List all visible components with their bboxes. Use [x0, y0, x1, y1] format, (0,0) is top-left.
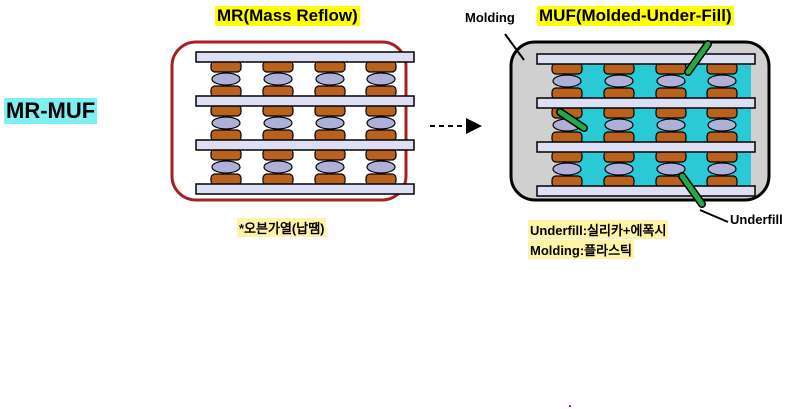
bond-pad: [366, 72, 396, 86]
bond-pad: [656, 162, 686, 176]
bond-pad: [315, 72, 345, 86]
bond-pad: [604, 162, 634, 176]
bond-pad: [211, 72, 241, 86]
muf-note-molding: Molding:플라스틱: [528, 240, 634, 259]
muf-stack: [509, 40, 771, 208]
mr-stack: [170, 40, 415, 202]
bond-pad: [263, 72, 293, 86]
dispenser-needle: [557, 109, 587, 131]
molding-callout: Molding: [465, 10, 515, 25]
die-layer: [536, 97, 756, 109]
bond-pad: [315, 160, 345, 174]
bond-pad: [366, 116, 396, 130]
die-layer: [195, 183, 415, 195]
bond-pad: [211, 116, 241, 130]
mr-title: MR(Mass Reflow): [215, 6, 360, 26]
muf-title: MUF(Molded-Under-Fill): [537, 6, 734, 26]
bond-pad: [707, 162, 737, 176]
bond-pad: [552, 162, 582, 176]
dispenser-needle: [679, 173, 705, 207]
bond-pad: [707, 74, 737, 88]
die-layer: [195, 51, 415, 63]
bond-pad: [211, 160, 241, 174]
die-layer: [195, 95, 415, 107]
underfill-callout: Underfill: [730, 212, 783, 227]
molding-callout-line: [504, 33, 525, 61]
tiny-red-dot: [569, 405, 571, 407]
bond-pad: [604, 74, 634, 88]
underfill-callout-line: [699, 209, 729, 223]
diagram-title: MR-MUF: [4, 98, 98, 124]
die-layer: [536, 141, 756, 153]
muf-note-underfill: Underfill:실리카+에폭시: [528, 220, 669, 239]
bond-pad: [707, 118, 737, 132]
bond-pad: [315, 116, 345, 130]
bond-pad: [366, 160, 396, 174]
bond-pad: [552, 74, 582, 88]
die-layer: [195, 139, 415, 151]
mr-note: *오븐가열(납땜): [237, 218, 327, 237]
bond-pad: [656, 74, 686, 88]
bond-pad: [263, 160, 293, 174]
bond-pad: [656, 118, 686, 132]
die-layer: [536, 53, 756, 65]
die-layer: [536, 185, 756, 197]
bond-pad: [604, 118, 634, 132]
bond-pad: [263, 116, 293, 130]
dispenser-needle: [685, 41, 711, 75]
